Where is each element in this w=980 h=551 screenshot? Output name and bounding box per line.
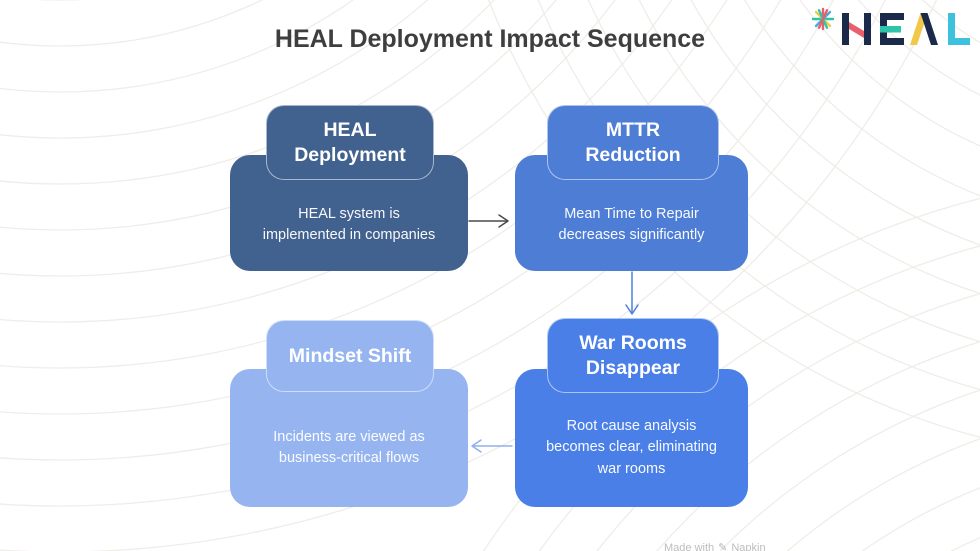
node-mttr-reduction-title: MTTR Reduction: [585, 119, 681, 166]
watermark-brand: Napkin: [731, 541, 766, 551]
node-war-rooms-disappear-header: War Rooms Disappear: [547, 318, 719, 393]
node-heal-deployment-header: HEAL Deployment: [266, 105, 434, 180]
logo-asterisk-icon: [811, 7, 835, 31]
node-mindset-shift-description: Incidents are viewed as business-critica…: [273, 428, 425, 466]
logo-letter-l: [948, 13, 970, 45]
logo-letter-h: [842, 13, 871, 45]
logo-letter-a: [910, 13, 938, 45]
node-mindset-shift-header: Mindset Shift: [266, 320, 434, 392]
node-mttr-reduction-description: Mean Time to Repair decreases significan…: [558, 205, 705, 243]
napkin-pen-icon: ✎: [718, 542, 728, 551]
node-heal-deployment-title: HEAL Deployment: [294, 119, 406, 166]
node-war-rooms-disappear-description: Root cause analysis becomes clear, elimi…: [546, 418, 717, 477]
logo-letter-e: [880, 13, 904, 45]
node-heal-deployment-description: HEAL system is implemented in companies: [262, 205, 436, 243]
page-title: HEAL Deployment Impact Sequence: [274, 25, 706, 53]
heal-logo: [811, 5, 972, 51]
heal-logo-mark: [811, 7, 970, 45]
watermark-prefix: Made with: [664, 541, 715, 551]
napkin-watermark: Made with ✎ Napkin: [664, 541, 766, 551]
node-mindset-shift: Incidents are viewed as business-critica…: [230, 369, 468, 507]
node-war-rooms-disappear-title: War Rooms Disappear: [579, 332, 687, 379]
node-mttr-reduction-header: MTTR Reduction: [547, 105, 719, 180]
node-mindset-shift-title: Mindset Shift: [288, 344, 412, 367]
